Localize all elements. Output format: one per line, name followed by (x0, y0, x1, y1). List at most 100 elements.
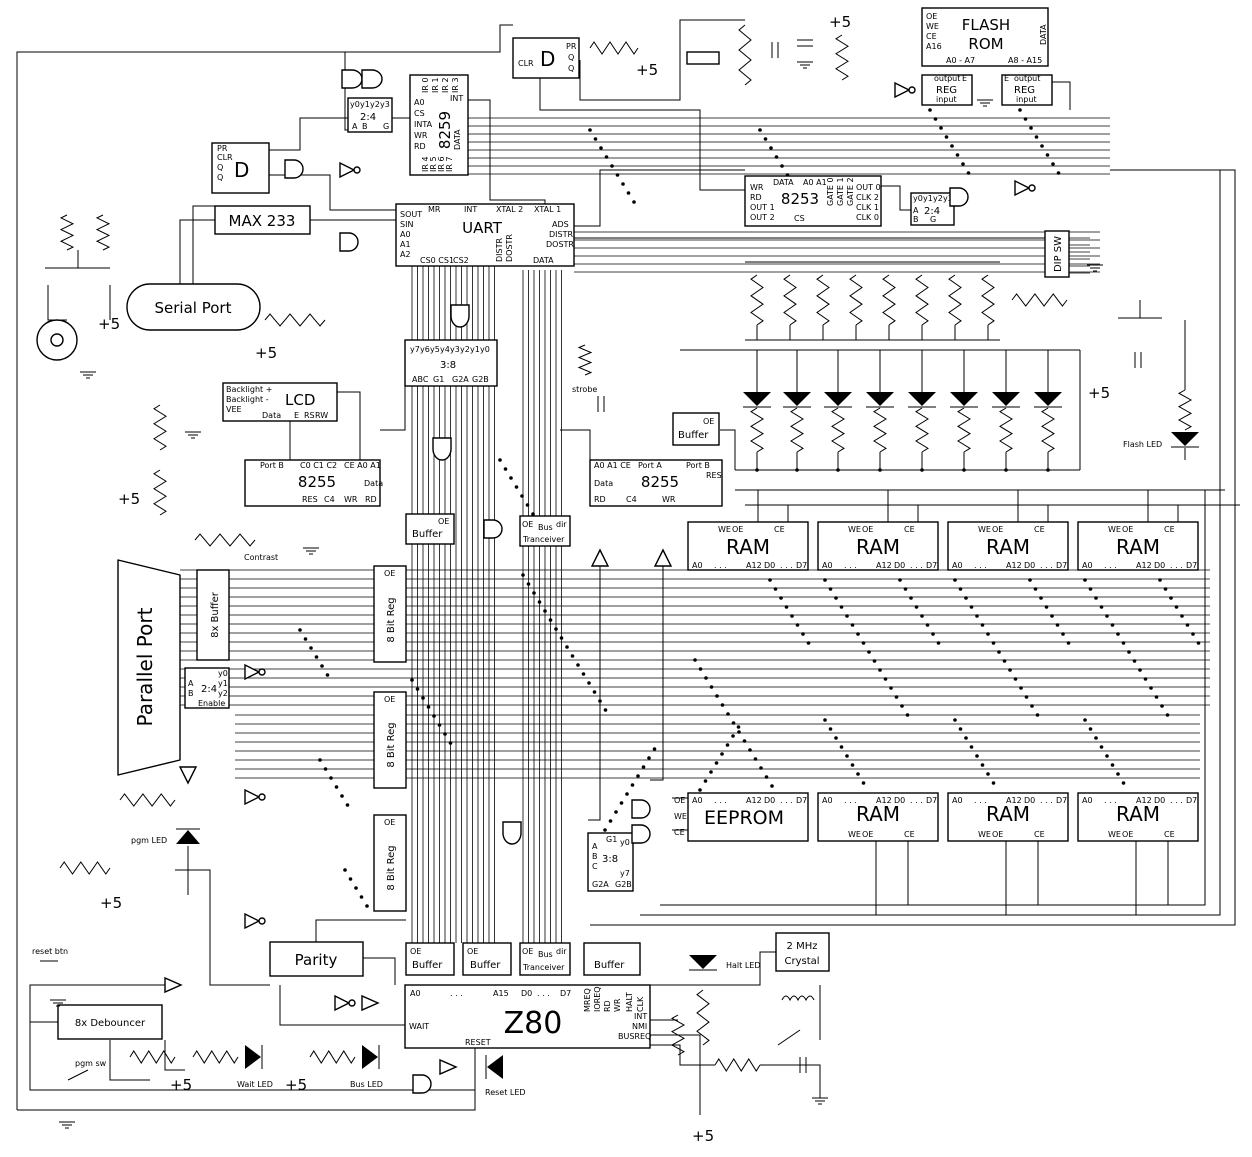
inverter-icon (334, 994, 351, 1012)
svg-text:A8 - A15: A8 - A15 (1008, 56, 1042, 65)
ram-pin: A12 (746, 561, 762, 570)
serial-port: Serial Port (126, 283, 261, 331)
svg-text:G: G (383, 122, 389, 131)
led-icon (245, 1045, 261, 1069)
svg-text:RD: RD (750, 193, 762, 202)
svg-text:Q: Q (217, 163, 223, 172)
wire (640, 170, 1221, 916)
ram-pin: OE (862, 525, 873, 534)
junction-dot (726, 712, 730, 716)
junction-dot (856, 772, 860, 776)
decoder-2to4-parallel: 2:4 A B y0 y1 y2 Enable (184, 667, 230, 709)
flipflop-top: D CLR PR Q Q (512, 37, 580, 79)
svg-text:OE: OE (703, 417, 714, 426)
led-icon (487, 1055, 503, 1079)
svg-text:A0: A0 (410, 989, 421, 998)
resistor (59, 861, 111, 875)
ram-pin: CE (904, 830, 915, 839)
svg-text:y0: y0 (620, 838, 630, 847)
and-gate-icon (412, 1074, 432, 1094)
svg-text:A2: A2 (400, 250, 411, 259)
junction-dot (903, 587, 908, 591)
wire (47, 285, 67, 321)
junction-dot (714, 761, 719, 765)
resistor (915, 274, 929, 326)
resistor (835, 34, 849, 81)
svg-text:RD: RD (365, 495, 377, 504)
eeprom-pin: OE (674, 796, 685, 805)
max233-label: MAX 233 (229, 212, 296, 230)
bit-reg-2: OE 8 Bit Reg (373, 691, 407, 789)
junction-dot (969, 605, 974, 609)
junction-dot (303, 637, 308, 641)
junction-dot (1110, 623, 1115, 627)
junction-dot (905, 713, 910, 717)
ram-pin: OE (1122, 830, 1133, 839)
ram-chip (687, 521, 809, 571)
junction-dot (928, 108, 932, 112)
svg-text:OE: OE (410, 947, 421, 956)
resistor (1041, 407, 1055, 453)
junction-dot (823, 578, 827, 582)
buffer-down-icon (178, 766, 198, 785)
junction-dot (920, 614, 924, 618)
flash-rom: FLASH ROM OE WE CE A16 A0 - A7 A8 - A15 … (921, 7, 1049, 67)
resistor (129, 1050, 176, 1064)
svg-text:y2: y2 (933, 194, 943, 203)
junction-dot (1116, 772, 1120, 776)
junction-dot (1149, 686, 1153, 690)
svg-text:OE: OE (384, 569, 395, 578)
junction-dot (720, 752, 724, 756)
ram-pin: WE (978, 830, 991, 839)
junction-dot (298, 628, 302, 632)
junction-dot (615, 173, 620, 177)
svg-text:B: B (362, 122, 368, 131)
svg-text:RD: RD (603, 1000, 612, 1012)
junction-dot (867, 650, 871, 654)
junction-dot (1019, 686, 1023, 690)
buffer-icon (439, 1058, 458, 1076)
junction-dot (709, 770, 713, 774)
junction-dot (991, 641, 996, 645)
led-icon (783, 392, 811, 406)
junction-dot (900, 704, 904, 708)
resistor (750, 407, 764, 453)
svg-text:A0 A1: A0 A1 (803, 178, 827, 187)
svg-text:OE: OE (384, 695, 395, 704)
ram-pin: . . . (1170, 561, 1183, 570)
svg-text:INT: INT (464, 205, 477, 214)
led-icon (824, 392, 852, 406)
svg-text:G2A: G2A (592, 880, 609, 889)
junction-dot (770, 784, 774, 788)
junction-dot (964, 736, 968, 740)
decoder-3to8-bottom: 3:8 G1 y0 A B C y7 G2A G2B (587, 832, 634, 892)
resistor (948, 274, 962, 326)
flipflop-left: D PR CLR Q Q (211, 142, 270, 194)
svg-text:Backlight -: Backlight - (226, 395, 269, 404)
svg-text:OUT 1: OUT 1 (750, 203, 775, 212)
plus5-label: +5 (255, 344, 277, 362)
led-icon (992, 392, 1020, 406)
junction-dot (614, 810, 618, 814)
ram-pin: . . . (910, 796, 923, 805)
svg-text:Tranceiver: Tranceiver (522, 963, 565, 972)
svg-text:D0: D0 (521, 989, 532, 998)
ram-pin: A12 (1136, 561, 1152, 570)
svg-text:input: input (936, 95, 957, 104)
svg-text:y6: y6 (420, 345, 430, 354)
svg-text:DOSTR: DOSTR (546, 240, 574, 249)
wire (16, 51, 345, 1110)
svg-text:y5: y5 (430, 345, 440, 354)
svg-text:y0: y0 (350, 100, 360, 109)
ram-pin: D7 (926, 561, 937, 570)
serial-port-label: Serial Port (155, 299, 232, 317)
junction-dot (1094, 736, 1098, 740)
junction-dot (340, 794, 344, 798)
svg-text:y3: y3 (943, 194, 953, 203)
junction-dot (432, 714, 436, 718)
parity-label: Parity (295, 951, 338, 969)
parity: Parity (269, 941, 364, 977)
junction-dot (345, 803, 350, 807)
svg-text:G2B: G2B (472, 375, 489, 384)
junction-dot (608, 819, 613, 823)
